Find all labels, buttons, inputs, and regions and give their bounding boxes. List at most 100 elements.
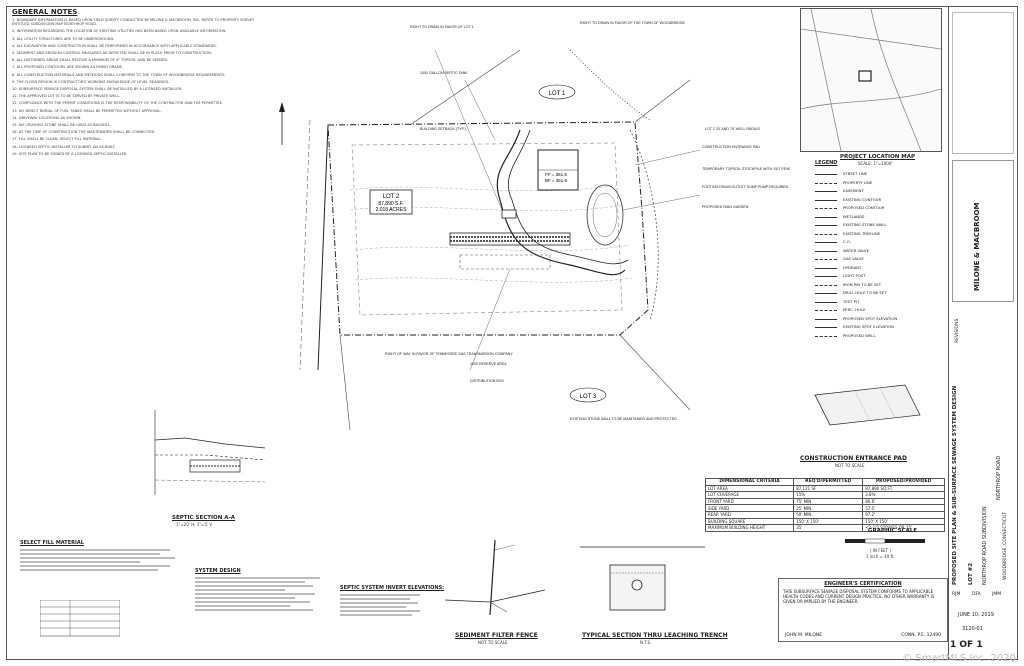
firm-name: MILONE & MACBROOM [973,202,981,291]
criteria-cell: BUILDING SQUARE [704,517,795,526]
criteria-heading: DIMENSIONAL CRITERIA [704,478,795,486]
legend-label: PROPOSED CONTOUR [843,205,885,210]
criteria-cell: 35' [793,524,864,532]
note-item: 16. AT THE TIME OF CONSTRUCTION THE WAST… [12,130,156,135]
legend-symbol-icon [815,267,837,269]
sieve-table [40,600,120,637]
legend-label: PROPOSED WELL [843,332,876,338]
cert-text: THIS SUBSURFACE SEWAGE DISPOSAL SYSTEM C… [783,589,935,604]
criteria-cell: 57.5' [862,504,945,512]
legend-item: PROPOSED WELL [815,332,925,341]
criteria-cell: 87,890 SQ.FT. [862,484,945,493]
criteria-cell: REAR YARD [704,510,795,519]
trench-sub: N.T.S. [640,640,652,645]
legend-item: WETLANDS [815,213,925,222]
revisions-label: REVISIONS [955,318,960,343]
plan-callout: FOOTING DRAIN OUTLET SUMP PUMP REQUIRED [702,185,789,189]
checked-by: JMM [992,592,1002,597]
lot-label: LOT 2 [383,194,400,200]
invert-text [340,593,430,618]
legend-label: EASEMENT [843,188,864,193]
note-item: 18. LICENSED SEPTIC INSTALLER TO SUBMIT … [12,144,116,149]
note-item: 1. BOUNDARY INFORMATION IS BASED UPON FI… [12,18,255,27]
legend-symbol-icon [815,182,837,185]
legend-symbol-icon [815,318,837,320]
note-item: 14. DRIVEWAY LOCATIONS AS SHOWN. [12,115,82,120]
legend-symbol-icon [815,225,837,226]
plan-callout: 1000 RESERVE AREA [470,362,507,366]
silt-fence-sub: NOT TO SCALE [478,640,508,645]
legend-item: EXISTING CONTOUR [815,196,925,205]
legend-item: GAS VALVE [815,255,925,264]
legend-symbol-icon [815,301,837,303]
existing-contour [354,277,633,283]
criteria-cell: 25' MIN. [793,504,864,512]
legend-label: PROPOSED SPOT ELEVATION [843,315,898,321]
existing-treeline [629,129,659,321]
plan-callout: TEMPORARY TOPSOIL STOCKPILE WITH SILT FE… [702,167,790,171]
legend-label: HYDRANT [843,264,862,270]
legend-label: PERC. HOLE [843,307,866,312]
lot-2-boundary [327,121,649,336]
legend-item: PERC. HOLE [815,306,925,315]
existing-stone-wall [569,49,651,121]
legend-item: STREET LINE [815,170,925,179]
legend-symbol-icon [815,276,837,277]
lot-1-label: LOT 1 [549,91,566,97]
legend-label: LIGHT POST [843,273,866,278]
plan-date: JUNE 10, 2019 [958,612,994,618]
section-title: SEPTIC SECTION A-A [172,515,236,521]
plan-callout: RIGHT TO DRAIN IN FAVOR OF THE TOWN OF W… [580,21,686,25]
legend-item: LIGHT POST [815,272,925,281]
project-number: 3120-01 [962,626,983,632]
construction-pad-detail [814,384,921,426]
legend-label: EXISTING STONE WALL [843,222,887,227]
legend-symbol-icon [815,208,837,210]
invert-title: SEPTIC SYSTEM INVERT ELEVATIONS: [340,585,445,591]
legend-label: EXISTING TREELINE [843,230,881,236]
legend-symbol-icon [815,199,837,201]
criteria-header-row: DIMENSIONAL CRITERIA REQ'D/PERMITTED PRO… [704,478,945,486]
note-item: 9. THE FLOOD REGION IS CONTRACTOR'S WORK… [12,79,170,84]
cert-signer: JOHN M. MILONE [785,633,823,638]
criteria-cell: FRONT YARD [704,497,795,506]
criteria-cell: 15% [793,491,864,499]
rain-garden [586,184,624,246]
legend-symbol-icon [815,293,837,294]
plan-callout: 1000 GALLON SEPTIC TANK [420,71,468,75]
town-name: WOODBRIDGE, CONNECTICUT [1003,512,1008,580]
trench-title: TYPICAL SECTION THRU LEACHING TRENCH [582,632,728,639]
graphic-scale-bar [845,538,925,544]
septic-tank [501,209,517,219]
notes-list: 1. BOUNDARY INFORMATION IS BASED UPON FI… [12,18,262,159]
legend-symbol-icon [815,310,837,312]
select-fill-text [20,548,180,573]
project-location-map [800,8,942,152]
system-design-text [195,576,325,613]
map-title: PROJECT LOCATION MAP [840,154,916,160]
legend-label: STREET LINE [843,171,868,176]
subdivision-name: NORTHROP ROAD SUBDIVISION [982,506,988,585]
legend-label: GAS VALVE [843,256,864,261]
legend-symbol-icon [815,174,837,175]
graphic-scale-title: GRAPHIC SCALE [868,528,918,534]
legend-item: WATER VALVE [815,247,925,256]
criteria-cell: 80.6' [862,497,945,506]
driveway [496,129,626,276]
criteria-cell: 3.8% [862,491,945,499]
leaching-field [449,232,571,246]
note-item: 6. ALL DISTURBED AREAS SHALL RECEIVE A M… [12,58,169,63]
note-item: 15. NO CRUSHED STONE SHALL BE USED AS BA… [12,123,112,128]
leaching-trench-detail [580,546,705,611]
legend-item: EXISTING STONE WALL [815,221,925,230]
lot-3-label: LOT 3 [580,394,597,400]
plan-callout: RIGHT TO DRAIN IN FAVOR OF LOT 1 [410,25,474,29]
basement-floor: BF = 351.5 [545,178,568,183]
legend-symbol-icon [815,250,837,252]
criteria-cell: 150' X 150' [862,517,945,526]
existing-contour [354,244,631,252]
legend-item: EASEMENT [815,187,925,196]
